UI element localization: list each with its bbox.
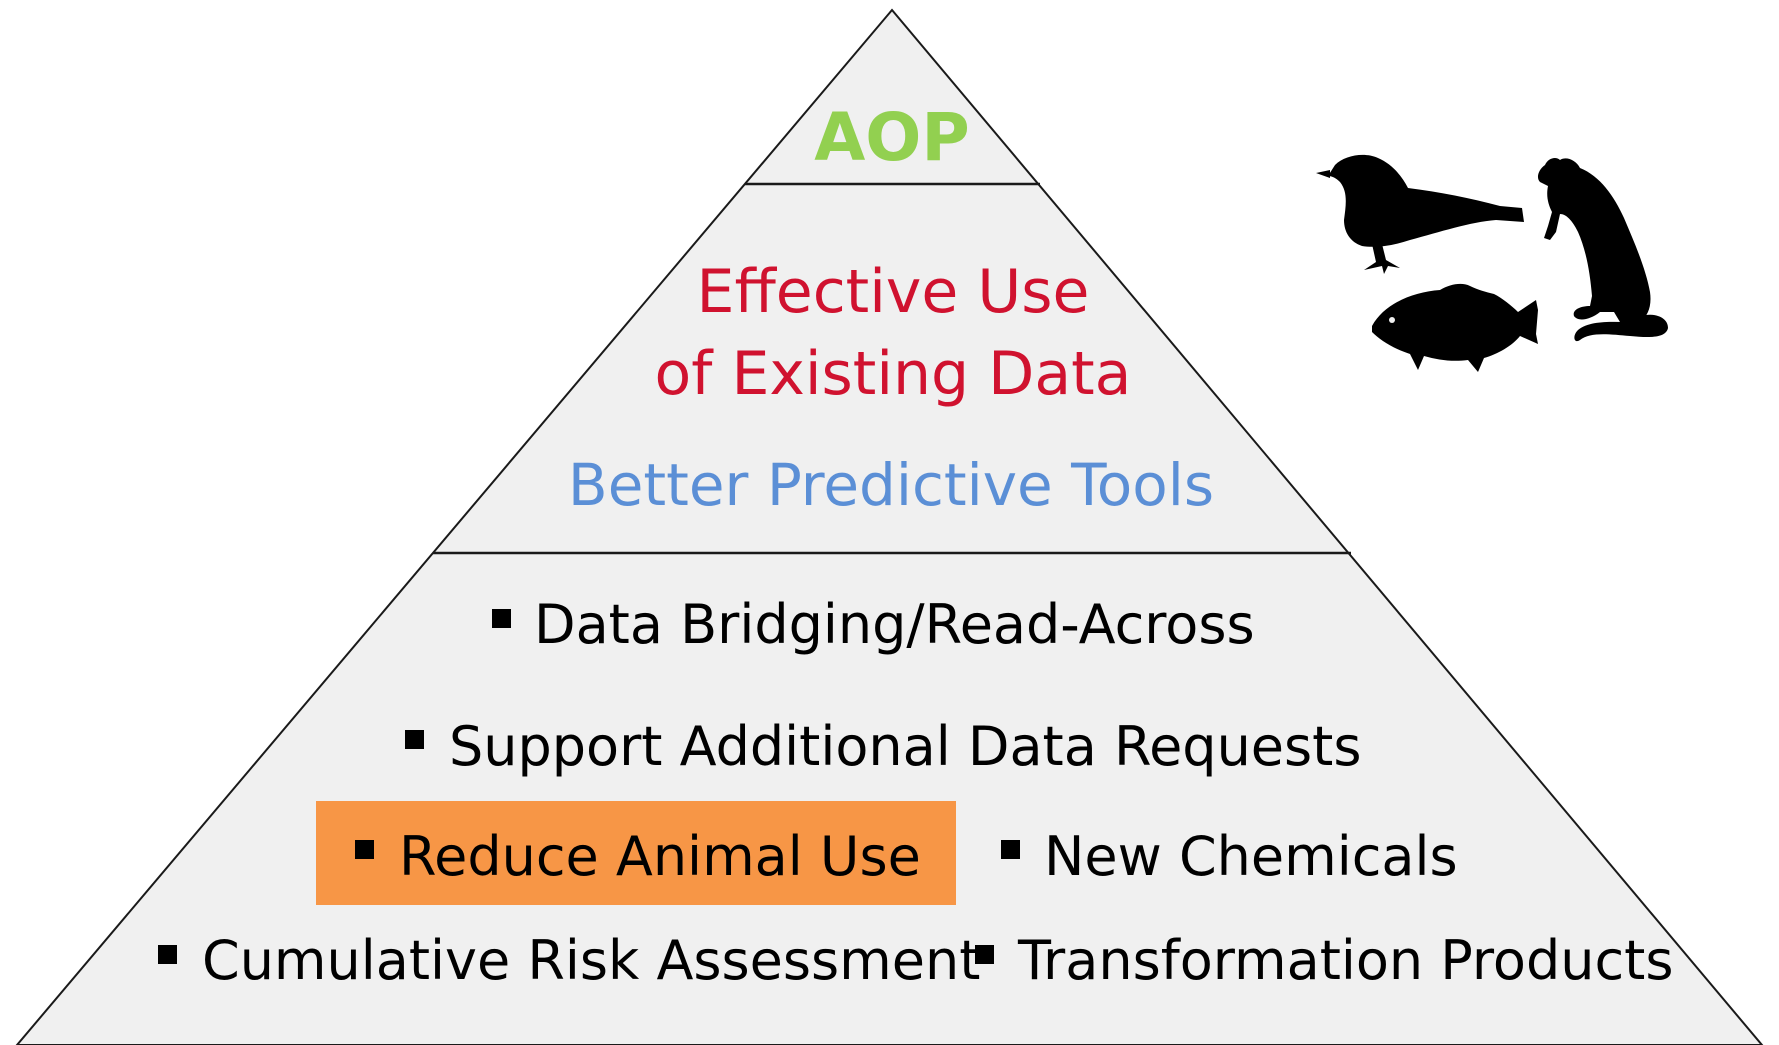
effective-use-line-2: of Existing Data bbox=[655, 339, 1132, 409]
bullet-data-bridging bbox=[492, 609, 511, 628]
pyramid-shape bbox=[15, 8, 1764, 1045]
fish-silhouette-icon bbox=[1372, 283, 1538, 372]
bullet-reduce-animal-use bbox=[355, 840, 374, 859]
bullet-transformation-products bbox=[975, 945, 994, 964]
bird-silhouette-icon bbox=[1316, 154, 1524, 274]
better-predictive-tools: Better Predictive Tools bbox=[568, 451, 1214, 519]
item-cumulative-risk: Cumulative Risk Assessment bbox=[202, 929, 980, 992]
rat-silhouette-icon bbox=[1537, 157, 1668, 342]
effective-use-line-1: Effective Use bbox=[697, 257, 1090, 327]
animal-silhouettes bbox=[1316, 154, 1668, 372]
bullet-support-additional bbox=[405, 730, 424, 749]
reduce-animal-use-highlight bbox=[316, 801, 956, 905]
item-reduce-animal-use: Reduce Animal Use bbox=[399, 825, 921, 888]
item-support-additional: Support Additional Data Requests bbox=[449, 715, 1361, 778]
item-data-bridging: Data Bridging/Read-Across bbox=[534, 593, 1255, 656]
bullet-new-chemicals bbox=[1001, 840, 1020, 859]
bullet-cumulative-risk bbox=[158, 945, 177, 964]
item-new-chemicals: New Chemicals bbox=[1044, 825, 1458, 888]
aop-label: AOP bbox=[814, 99, 970, 176]
item-transformation-products: Transformation Products bbox=[1017, 929, 1673, 992]
